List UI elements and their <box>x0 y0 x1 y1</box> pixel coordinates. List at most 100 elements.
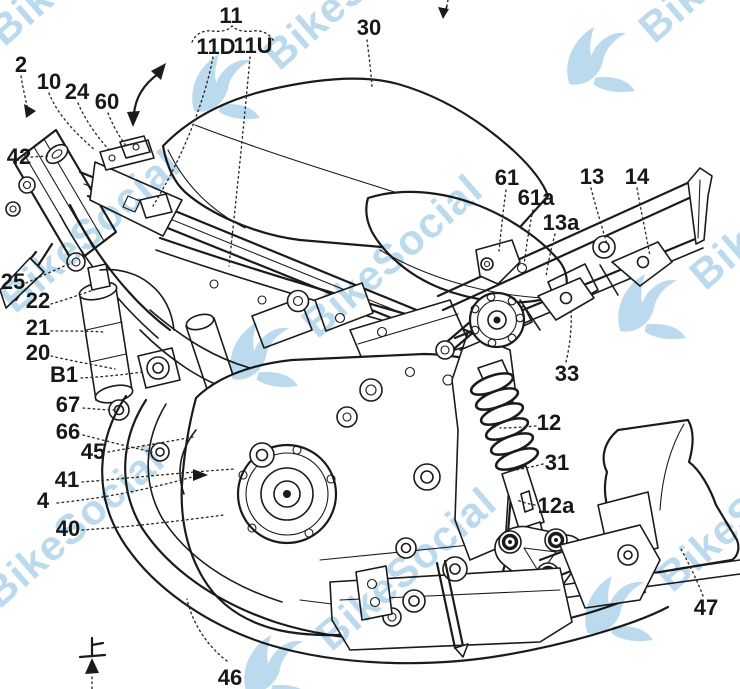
line-art-segment: BikeSocial <box>681 117 740 298</box>
line-art-segment <box>449 563 461 575</box>
line-art-segment <box>81 468 236 483</box>
line-art-segment <box>697 179 701 239</box>
pivot-arrow-icon <box>127 63 166 127</box>
main-frame <box>59 135 486 356</box>
leader-lines <box>20 24 704 662</box>
canister <box>66 252 181 462</box>
line-art-segment <box>599 264 619 296</box>
line-art-segment <box>404 366 416 378</box>
line-art-segment <box>99 139 155 171</box>
line-art-segment <box>314 282 374 332</box>
ref-label-47: 47 <box>694 595 718 620</box>
line-art-segment <box>228 56 251 267</box>
line-art-segment <box>107 112 128 148</box>
line-art-segment <box>516 262 528 274</box>
ref-label-12: 12 <box>537 410 561 435</box>
ref-label-45: 45 <box>81 439 105 464</box>
motorcycle-line-art <box>0 77 740 665</box>
line-art-segment <box>245 452 329 536</box>
ref-label-60: 60 <box>95 89 119 114</box>
tail-end <box>687 167 713 245</box>
line-art-segment <box>359 378 383 402</box>
line-art-segment <box>598 241 610 253</box>
line-art-segment <box>146 356 170 380</box>
bird-swoosh-icon <box>230 321 298 388</box>
ref-label-13: 13 <box>580 164 604 189</box>
line-art-segment <box>487 338 497 348</box>
line-art-segment <box>565 308 572 363</box>
line-art-segment <box>420 470 434 484</box>
line-art-segment <box>304 528 314 538</box>
line-art-segment <box>230 321 290 380</box>
line-art-segment <box>68 203 172 332</box>
line-art-segment <box>218 103 260 120</box>
line-art-segment <box>379 249 546 299</box>
line-art-segment <box>82 434 153 453</box>
canister-cap <box>87 263 111 291</box>
line-art-segment: BikeSocial <box>255 0 454 78</box>
line-art-segment <box>516 499 536 506</box>
line-art-segment <box>501 533 519 551</box>
line-art-segment <box>369 596 381 608</box>
line-art-segment <box>89 353 127 363</box>
line-art-segment <box>108 154 116 162</box>
line-art-segment <box>50 330 105 333</box>
line-art-segment <box>82 407 117 411</box>
line-art-segment <box>244 634 304 689</box>
line-art-segment <box>81 514 225 531</box>
ref-label-67: 67 <box>56 392 80 417</box>
line-art-segment <box>559 291 573 305</box>
line-art-segment <box>286 289 310 313</box>
line-art-segment <box>510 463 544 472</box>
ref-label-13a: 13a <box>543 210 580 235</box>
bracket-61 <box>475 239 521 285</box>
line-art-segment <box>193 469 208 481</box>
line-art-segment <box>260 467 314 521</box>
line-art-segment <box>22 180 32 190</box>
line-art-segment <box>554 538 558 542</box>
watermark-item: BikeSocial <box>0 0 178 54</box>
ref-label-20: 20 <box>26 340 50 365</box>
line-art-segment <box>292 445 302 455</box>
line-art-segment <box>50 288 98 305</box>
ref-label-40: 40 <box>56 516 80 541</box>
line-art-segment <box>523 209 534 266</box>
bird-swoosh-icon <box>585 575 653 642</box>
line-art-segment <box>402 589 426 613</box>
line-art-segment <box>515 313 525 323</box>
line-art-segment <box>567 26 627 85</box>
line-art-segment <box>395 537 417 559</box>
line-art-segment <box>494 447 540 471</box>
line-art-segment <box>152 362 164 374</box>
bracket-60 <box>119 135 151 159</box>
line-art-segment <box>257 295 267 305</box>
ref-label-30: 30 <box>357 15 381 40</box>
line-art-segment <box>24 104 36 118</box>
line-art-segment <box>209 279 219 289</box>
line-art-segment <box>507 333 517 343</box>
line-art-segment <box>18 176 36 194</box>
line-art-segment <box>435 340 455 360</box>
ref-label-46: 46 <box>218 665 242 689</box>
ref-label-66: 66 <box>56 419 80 444</box>
line-art-segment <box>454 643 469 658</box>
line-art-segment <box>255 448 269 462</box>
line-art-segment <box>186 598 228 662</box>
line-art-segment <box>376 326 388 338</box>
line-art-segment <box>441 192 700 312</box>
line-art-segment <box>636 255 650 269</box>
bolt-67 <box>108 399 130 421</box>
line-art-segment <box>0 257 45 309</box>
line-art-segment <box>48 92 96 151</box>
line-art-segment <box>9 205 17 213</box>
line-art-segment <box>292 295 304 307</box>
line-art-segment <box>438 7 449 19</box>
steering-nut <box>45 143 69 165</box>
line-art-segment <box>256 371 298 388</box>
line-art-segment <box>101 394 670 665</box>
line-art-segment <box>547 531 565 549</box>
line-art-segment <box>238 470 248 480</box>
line-art-segment <box>179 429 197 495</box>
line-art-segment <box>611 241 673 287</box>
ref-label-10: 10 <box>37 69 61 94</box>
